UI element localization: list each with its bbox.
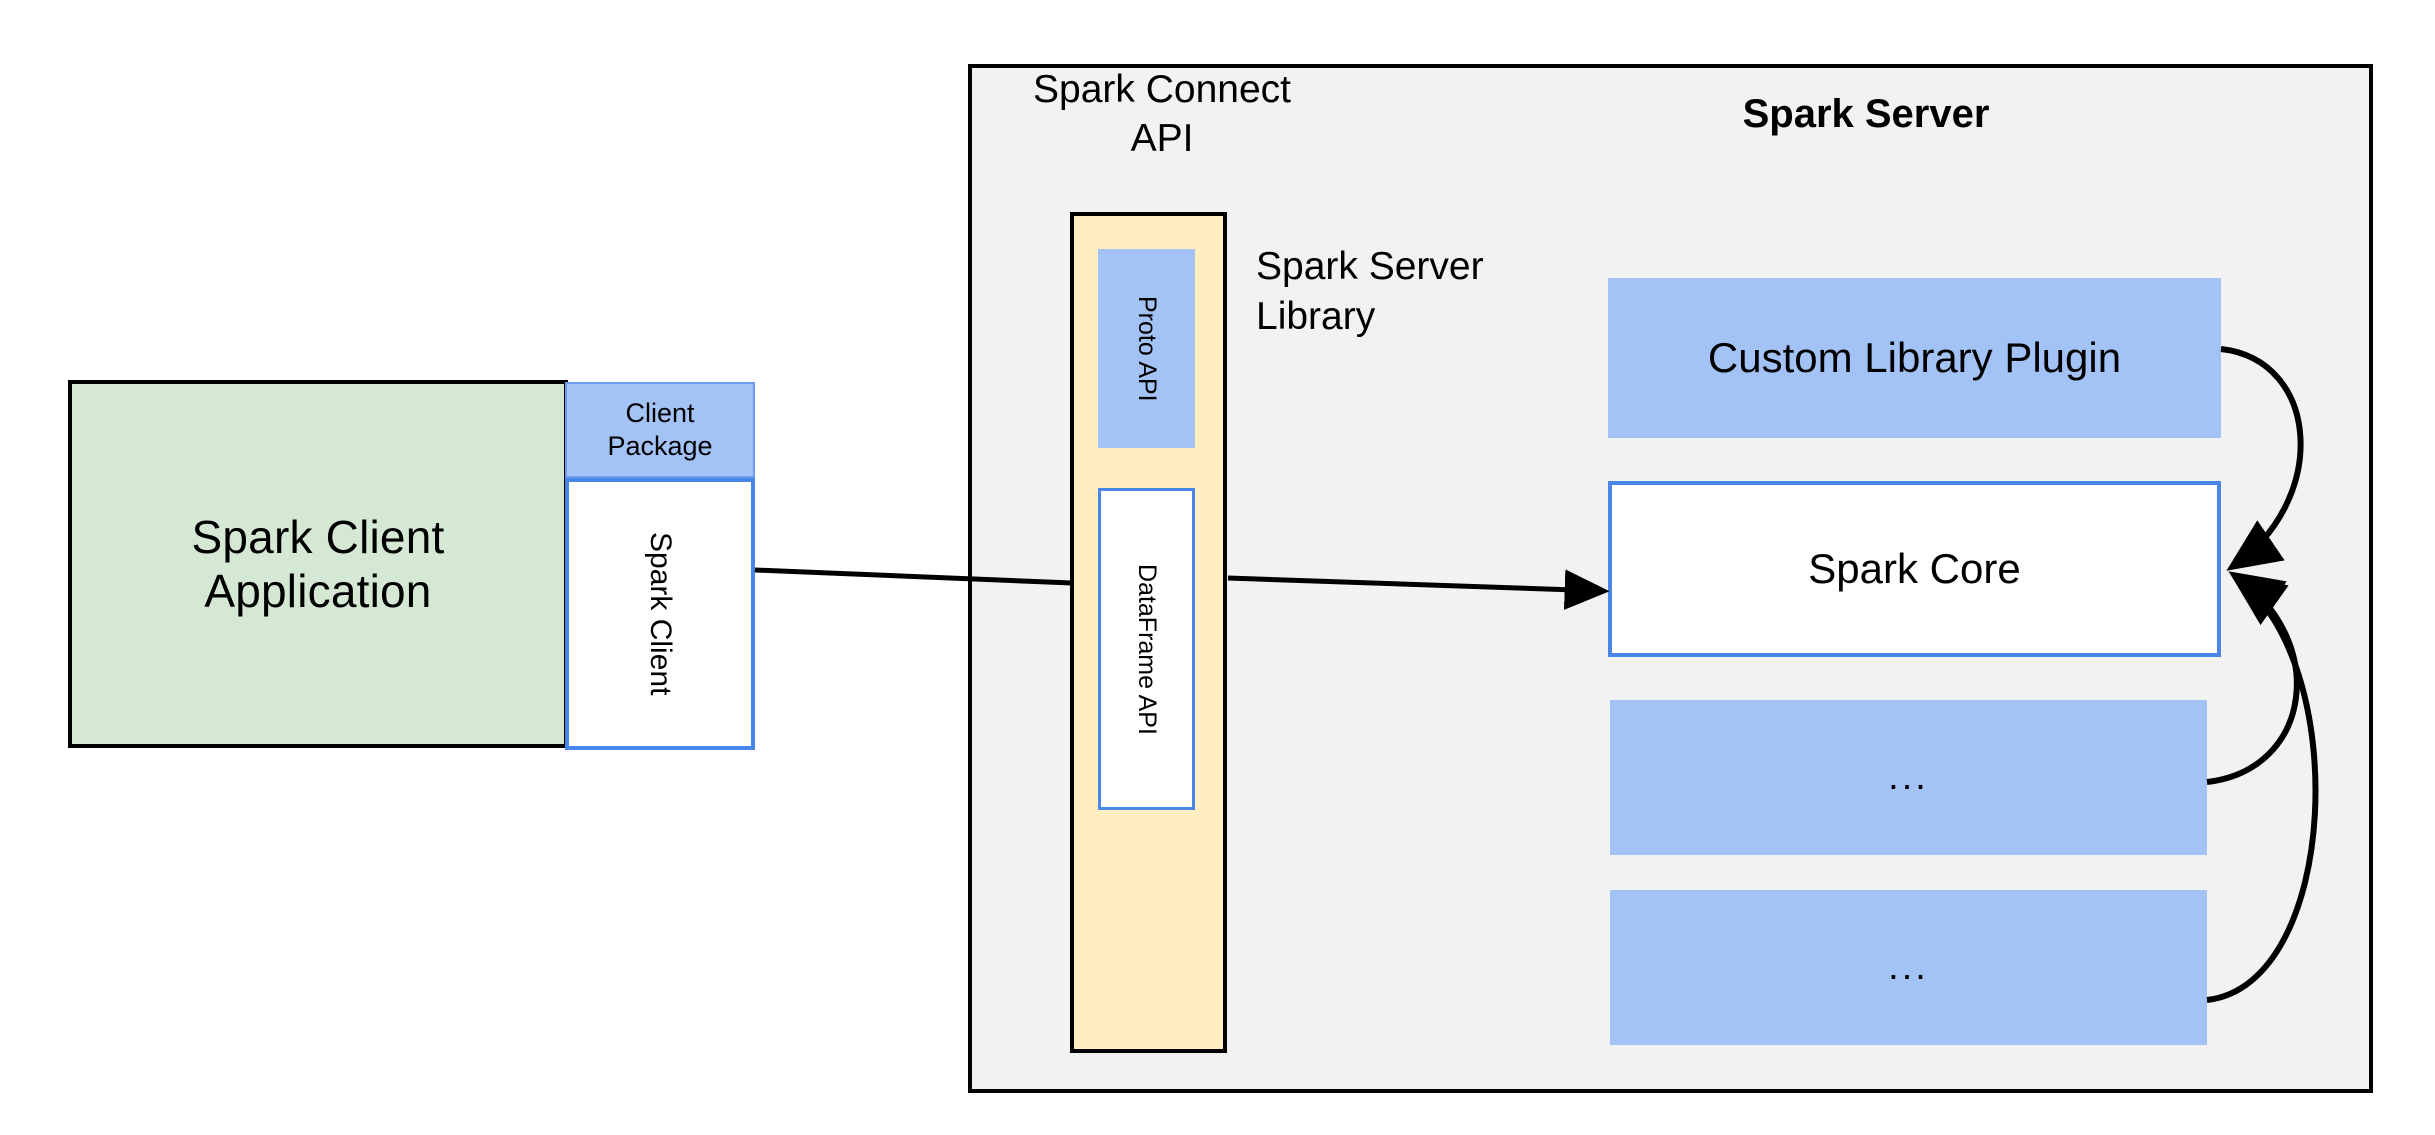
- spark-client-application-box[interactable]: Spark Client Application: [68, 380, 568, 748]
- client-package-label: Client Package: [607, 397, 712, 463]
- custom-library-plugin-label: Custom Library Plugin: [1707, 334, 2122, 381]
- ellipsis-box-2[interactable]: ...: [1610, 890, 2207, 1045]
- dataframe-api-label: DataFrame API: [1133, 563, 1161, 735]
- custom-library-plugin-box[interactable]: Custom Library Plugin: [1608, 278, 2221, 438]
- ellipsis-box-1[interactable]: ...: [1610, 700, 2207, 855]
- spark-server-library-label-line1: Spark Server: [1256, 245, 1484, 288]
- dataframe-api-box[interactable]: DataFrame API: [1098, 488, 1195, 810]
- client-package-label-line2: Package: [607, 431, 713, 461]
- client-package-label-line1: Client: [625, 398, 695, 429]
- ellipsis-box-2-label: ...: [1888, 946, 1929, 989]
- spark-connect-api-label-line1: Spark Connect: [1033, 68, 1291, 111]
- spark-client-application-label-line2: Application: [204, 565, 432, 617]
- spark-core-label: Spark Core: [1808, 545, 2021, 592]
- spark-server-library-label-line2: Library: [1256, 294, 1376, 338]
- spark-server-library-label: Spark Server Library: [1256, 242, 1556, 341]
- spark-connect-api-label: Spark Connect API: [1012, 66, 1312, 164]
- client-package-box[interactable]: Client Package: [565, 382, 755, 478]
- spark-server-title: Spark Server: [1742, 92, 1990, 136]
- spark-connect-api-label-line2: API: [1130, 116, 1194, 160]
- ellipsis-box-1-label: ...: [1888, 756, 1929, 799]
- spark-client-label: Spark Client: [644, 532, 677, 696]
- spark-client-application-label-line1: Spark Client: [191, 510, 445, 563]
- spark-core-box[interactable]: Spark Core: [1608, 481, 2221, 657]
- proto-api-label: Proto API: [1133, 295, 1161, 402]
- spark-client-application-label: Spark Client Application: [192, 510, 445, 619]
- spark-client-box[interactable]: Spark Client: [565, 478, 755, 750]
- proto-api-box[interactable]: Proto API: [1098, 249, 1195, 448]
